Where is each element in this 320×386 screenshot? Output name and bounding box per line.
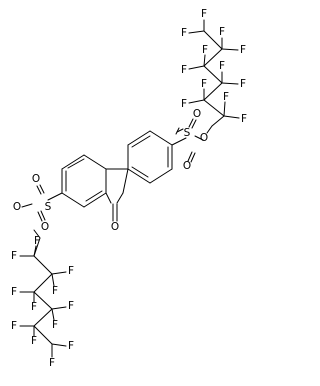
atom-label-oxygen-left-ester: O — [13, 201, 21, 213]
fluorine-label: F — [52, 285, 58, 297]
fluorine-label: F — [201, 78, 207, 90]
left-sulfonate-ester — [21, 184, 63, 257]
atom-label-oxygen-right-bottom: O — [183, 160, 191, 172]
fluorine-label: F — [11, 320, 17, 332]
chemical-structure: O S O O O S O O O F F F F F F F F F F F … — [11, 8, 247, 369]
fluorine-label: F — [219, 26, 225, 38]
fluorine-label: F — [49, 357, 55, 369]
fluorine-label: F — [11, 286, 17, 298]
fluorine-label: F — [31, 335, 37, 347]
right-fluoroalkyl-chain — [188, 19, 240, 119]
fluorine-label: F — [219, 60, 225, 72]
atom-label-oxygen-left-top: O — [32, 173, 40, 185]
fluorenone-core — [61, 130, 173, 222]
fluorine-label: F — [181, 27, 187, 39]
fluorine-label: F — [31, 301, 37, 313]
atom-label-ketone-oxygen: O — [111, 221, 119, 233]
atom-label-oxygen-left-bottom: O — [41, 221, 49, 233]
atom-label-oxygen-right-ester: O — [200, 132, 208, 144]
fluorine-label: F — [181, 64, 187, 76]
fluorine-label: F — [181, 98, 187, 110]
right-sulfonate-ester — [171, 115, 225, 163]
fluorine-label: F — [68, 340, 74, 352]
fluorine-label: F — [34, 235, 40, 247]
atom-label-oxygen-right-top: O — [193, 108, 201, 120]
fluorine-label: F — [201, 8, 207, 20]
fluorine-label: F — [52, 319, 58, 331]
fluorine-label: F — [240, 78, 246, 90]
fluorine-label: F — [240, 44, 246, 56]
atom-labels: O S O O O S O O O F F F F F F F F F F F … — [11, 8, 247, 369]
fluorine-label: F — [68, 300, 74, 312]
fluorine-label: F — [202, 44, 208, 56]
molecule-canvas: O S O O O S O O O F F F F F F F F F F F … — [11, 8, 247, 369]
left-fluoroalkyl-chain — [19, 245, 67, 358]
fluorine-label: F — [241, 113, 247, 125]
fluorine-label: F — [68, 265, 74, 277]
atom-label-sulfur-left: S — [45, 201, 52, 213]
atom-label-sulfur-right: S — [184, 127, 191, 139]
fluorine-label: F — [11, 250, 17, 262]
fluorine-label: F — [223, 91, 229, 103]
